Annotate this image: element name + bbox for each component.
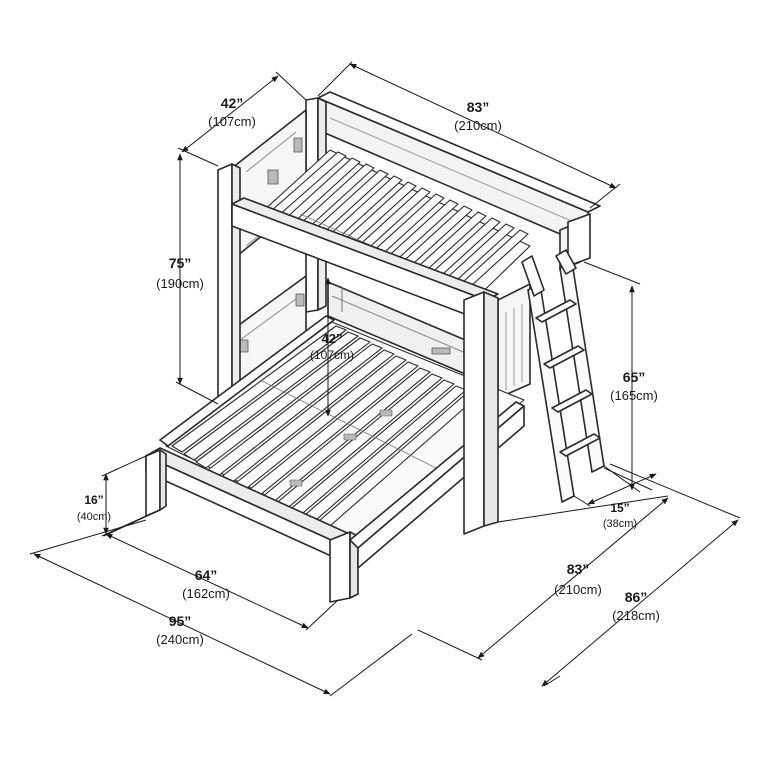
svg-text:(40cm): (40cm) <box>77 511 111 523</box>
dim-line-lower-length <box>477 497 669 659</box>
svg-text:(107cm): (107cm) <box>310 348 354 362</box>
svg-text:(218cm): (218cm) <box>612 608 660 623</box>
label-top-length: 83” (210cm) <box>454 99 502 133</box>
svg-text:(210cm): (210cm) <box>454 118 502 133</box>
svg-text:(165cm): (165cm) <box>610 388 658 403</box>
lower-slats <box>165 321 525 541</box>
label-lower-length: 83” (210cm) <box>554 561 602 597</box>
svg-text:42”: 42” <box>221 95 244 111</box>
svg-text:(190cm): (190cm) <box>156 276 204 291</box>
bed-drawing <box>145 91 605 603</box>
svg-text:15”: 15” <box>610 501 629 515</box>
label-total-height: 75” (190cm) <box>156 255 204 291</box>
svg-text:(240cm): (240cm) <box>156 632 204 647</box>
ladder <box>521 249 605 503</box>
svg-text:95”: 95” <box>169 613 192 629</box>
svg-text:16”: 16” <box>84 493 103 507</box>
dim-line-total-length <box>33 553 331 695</box>
dim-line-top-length <box>349 63 617 189</box>
label-lower-width: 64” (162cm) <box>182 567 230 601</box>
front-left-post <box>217 163 241 405</box>
svg-text:65”: 65” <box>623 369 646 385</box>
lower-foot-post-left <box>145 449 167 517</box>
dim-line-top-depth <box>181 75 279 153</box>
label-ladder-depth: 15” (38cm) <box>603 501 637 530</box>
dimension-labels: 42” (107cm) 83” (210cm) 75” (190cm) 42” … <box>77 95 660 647</box>
label-total-depth: 86” (218cm) <box>612 589 660 623</box>
label-top-depth: 42” (107cm) <box>208 95 256 129</box>
label-ladder-height: 65” (165cm) <box>610 369 658 403</box>
lower-left-rail <box>159 315 335 447</box>
dim-line-total-depth <box>541 519 739 687</box>
svg-text:(162cm): (162cm) <box>182 586 230 601</box>
svg-text:(38cm): (38cm) <box>603 518 637 530</box>
front-right-post <box>463 291 499 535</box>
svg-text:83”: 83” <box>467 99 490 115</box>
svg-text:86”: 86” <box>625 589 648 605</box>
svg-text:83”: 83” <box>567 561 590 577</box>
lower-foot-post-right <box>329 531 359 603</box>
svg-text:64”: 64” <box>195 567 218 583</box>
svg-text:75”: 75” <box>169 255 192 271</box>
svg-text:(210cm): (210cm) <box>554 582 602 597</box>
svg-text:42”: 42” <box>322 331 343 346</box>
label-total-length: 95” (240cm) <box>156 613 204 647</box>
ladder-side-panel <box>497 283 531 399</box>
label-end-height: 16” (40cm) <box>77 493 111 523</box>
label-under-clearance: 42” (107cm) <box>310 331 354 362</box>
dimension-lines <box>29 61 741 697</box>
svg-text:(107cm): (107cm) <box>208 114 256 129</box>
